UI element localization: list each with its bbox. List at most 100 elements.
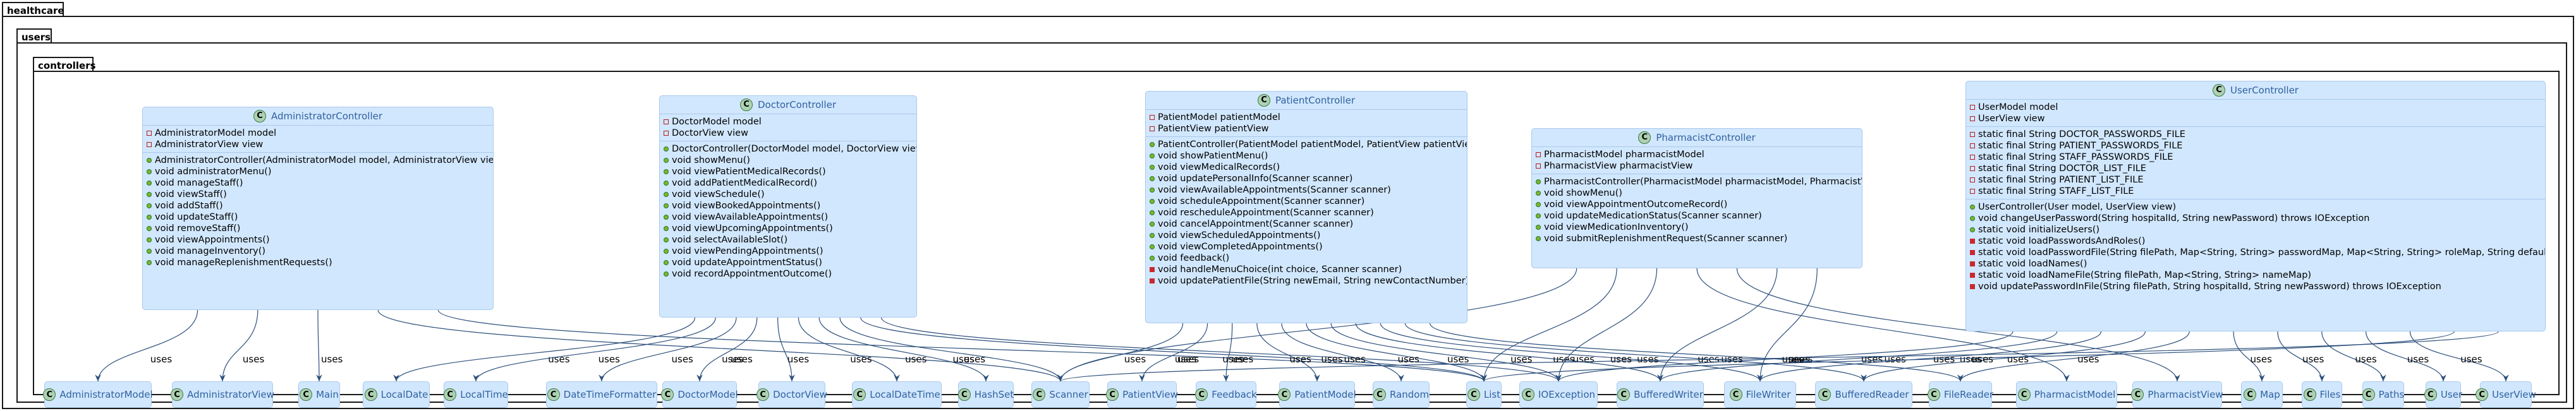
edge-label: uses: [2302, 354, 2324, 365]
class-member: void viewScheduledAppointments(): [1150, 230, 1463, 241]
package-tab-healthcare: healthcare: [2, 2, 64, 17]
class-icon: C: [2303, 388, 2316, 401]
dependency-edge: [1861, 331, 2146, 382]
member-text: void viewAvailableAppointments(Scanner s…: [1158, 185, 1391, 195]
private-visibility-icon: [1150, 126, 1155, 131]
member-text: void cancelAppointment(Scanner scanner): [1158, 219, 1354, 229]
edge-label: uses: [548, 354, 570, 365]
class-member: void showMenu(): [664, 155, 913, 166]
public-visibility-icon: [1150, 188, 1155, 193]
class-member: DoctorController(DoctorModel model, Doct…: [664, 143, 916, 155]
public-visibility-icon: [147, 249, 152, 254]
dependency-edge: [1957, 331, 2190, 382]
edge-label: uses: [1175, 354, 1197, 365]
class-name: PatientController: [1275, 95, 1355, 106]
member-text: void manageStaff(): [155, 178, 243, 188]
edge-label: uses: [150, 354, 173, 365]
private-visibility-icon: [664, 119, 669, 124]
member-text: void selectAvailableSlot(): [672, 235, 788, 245]
edge-label: uses: [243, 354, 265, 365]
class-member: void viewAvailableAppointments(Scanner s…: [1150, 184, 1463, 196]
public-visibility-icon: [664, 226, 669, 231]
member-text: PharmacistView pharmacistView: [1544, 161, 1693, 171]
package-tab-controllers: controllers: [33, 57, 96, 72]
dep-name: FileReader: [1943, 389, 1994, 400]
class-member: void showMenu(): [1536, 188, 1858, 199]
class-icon: C: [171, 388, 184, 401]
class-icon: C: [2424, 388, 2437, 401]
private-visibility-icon: [1970, 273, 1975, 278]
class-name: AdministratorController: [270, 110, 383, 122]
class-member: AdministratorModel model: [147, 128, 489, 139]
dep-name: HashSet: [974, 389, 1014, 400]
edge-label: uses: [2355, 354, 2377, 365]
class-member: void viewStaff(): [147, 189, 489, 200]
edge-label: uses: [2251, 354, 2273, 365]
member-text: void viewAvailableAppointments(): [672, 212, 829, 222]
methods-section: PharmacistController(PharmacistModel pha…: [1532, 174, 1862, 246]
member-text: void updatePatientFile(String newEmail, …: [1158, 276, 1467, 286]
class-icon: C: [1467, 388, 1480, 401]
class-member: AdministratorView view: [147, 139, 489, 150]
private-visibility-icon: [1970, 284, 1975, 289]
dependency-edge: [2321, 331, 2386, 382]
class-member: static final String PATIENT_PASSWORDS_FI…: [1970, 140, 2541, 152]
class-name: PharmacistController: [1656, 132, 1756, 143]
edge-label: uses: [598, 354, 621, 365]
class-member: static void loadPasswordFile(String file…: [1970, 247, 2545, 258]
member-text: AdministratorView view: [155, 140, 264, 150]
dependency-edge: [219, 309, 258, 382]
class-member: static final String PATIENT_LIST_FILE: [1970, 174, 2541, 186]
member-text: static final String STAFF_PASSWORDS_FILE: [1978, 152, 2173, 162]
dependency-edge: [1057, 331, 2499, 382]
dep-name: Main: [316, 389, 339, 400]
private-visibility-icon: [1970, 250, 1975, 255]
public-visibility-icon: [1150, 176, 1155, 181]
private-visibility-icon: [1150, 278, 1155, 283]
private-visibility-icon: [1536, 164, 1541, 169]
public-visibility-icon: [147, 181, 152, 186]
dependency-edge: [95, 309, 198, 382]
class-icon: C: [43, 388, 56, 401]
edge-label: uses: [1610, 354, 1632, 365]
member-text: void viewPatientMedicalRecords(): [672, 167, 826, 177]
class-icon: C: [1521, 388, 1534, 401]
class-icon: C: [1729, 388, 1742, 401]
